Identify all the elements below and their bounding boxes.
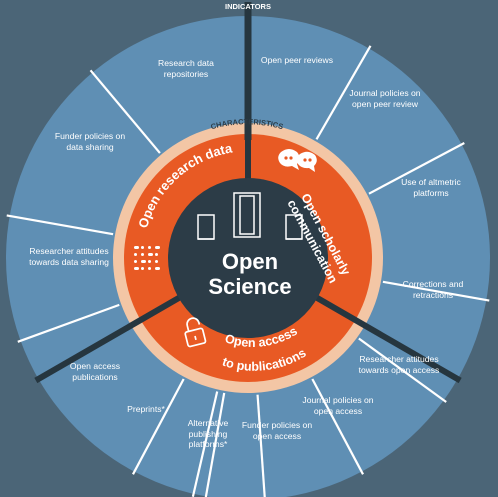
indicator-preprints: Preprints*	[127, 404, 165, 414]
indicator-separator-line	[311, 378, 364, 475]
data-grid-dot	[148, 267, 151, 270]
indicator-separator-line	[358, 337, 447, 403]
indicators-title: INDICATORS	[225, 2, 271, 11]
data-grid-dot	[148, 253, 153, 256]
sector-divider	[34, 294, 182, 384]
data-grid-dot	[148, 260, 151, 263]
indicator-separator-line	[89, 69, 161, 154]
data-grid-dot	[134, 246, 139, 249]
indicator-researcher-attitudes-open-access: Researcher attitudes towards open access	[358, 354, 440, 375]
indicator-use-of-altmetric-platforms: Use of altmetric platforms	[401, 177, 461, 198]
data-grid-dot	[155, 246, 160, 249]
data-grid-dot	[141, 260, 146, 263]
data-grid-dot	[134, 253, 137, 256]
center-title-line1: Open	[222, 249, 278, 274]
indicator-researcher-attitudes-data-sharing: Researcher attitudes towards data sharin…	[29, 246, 109, 267]
indicator-separator-line	[191, 391, 219, 497]
data-grid-icon	[134, 246, 160, 270]
sector-divider	[314, 294, 462, 384]
indicator-separator-line	[368, 142, 465, 195]
data-grid-dot	[141, 246, 144, 249]
data-grid-dot	[155, 253, 158, 256]
data-grid-dot	[141, 267, 144, 270]
indicator-separator-line	[382, 280, 490, 302]
indicator-separator-line	[132, 378, 185, 475]
indicator-open-access-publications: Open access publications	[69, 361, 121, 382]
center-circle	[168, 178, 328, 338]
indicator-separator-line	[315, 45, 372, 140]
indicator-open-peer-reviews: Open peer reviews	[260, 55, 334, 65]
indicator-separator-line	[17, 303, 120, 343]
indicator-corrections-and-retractions: Corrections and retractions	[402, 279, 464, 300]
indicator-research-data-repositories: Research data repositories	[158, 58, 214, 79]
center-title-line2: Science	[208, 274, 291, 299]
data-grid-dot	[141, 253, 144, 256]
indicator-funder-policies-data-sharing: Funder policies on data sharing	[54, 131, 126, 152]
data-grid-dot	[155, 260, 158, 263]
indicator-separator-line	[204, 392, 226, 497]
open-padlock-icon	[184, 317, 207, 348]
data-grid-dot	[134, 267, 139, 270]
speech-bubbles-icon	[278, 149, 317, 172]
data-grid-dot	[148, 246, 151, 249]
indicator-separator-line	[6, 214, 114, 236]
indicator-separator-line	[256, 394, 266, 497]
indicator-journal-policies-open-peer-review: Journal policies on open peer review	[349, 88, 421, 109]
indicator-journal-policies-open-access: Journal policies on open access	[302, 395, 374, 416]
indicator-funder-policies-open-access: Funder policies on open access	[241, 420, 313, 441]
data-grid-dot	[155, 267, 160, 270]
data-grid-dot	[134, 260, 137, 263]
indicator-alternative-publishing-platforms: Alternative publishing platforms*	[187, 418, 229, 449]
doors-icon	[197, 192, 303, 240]
